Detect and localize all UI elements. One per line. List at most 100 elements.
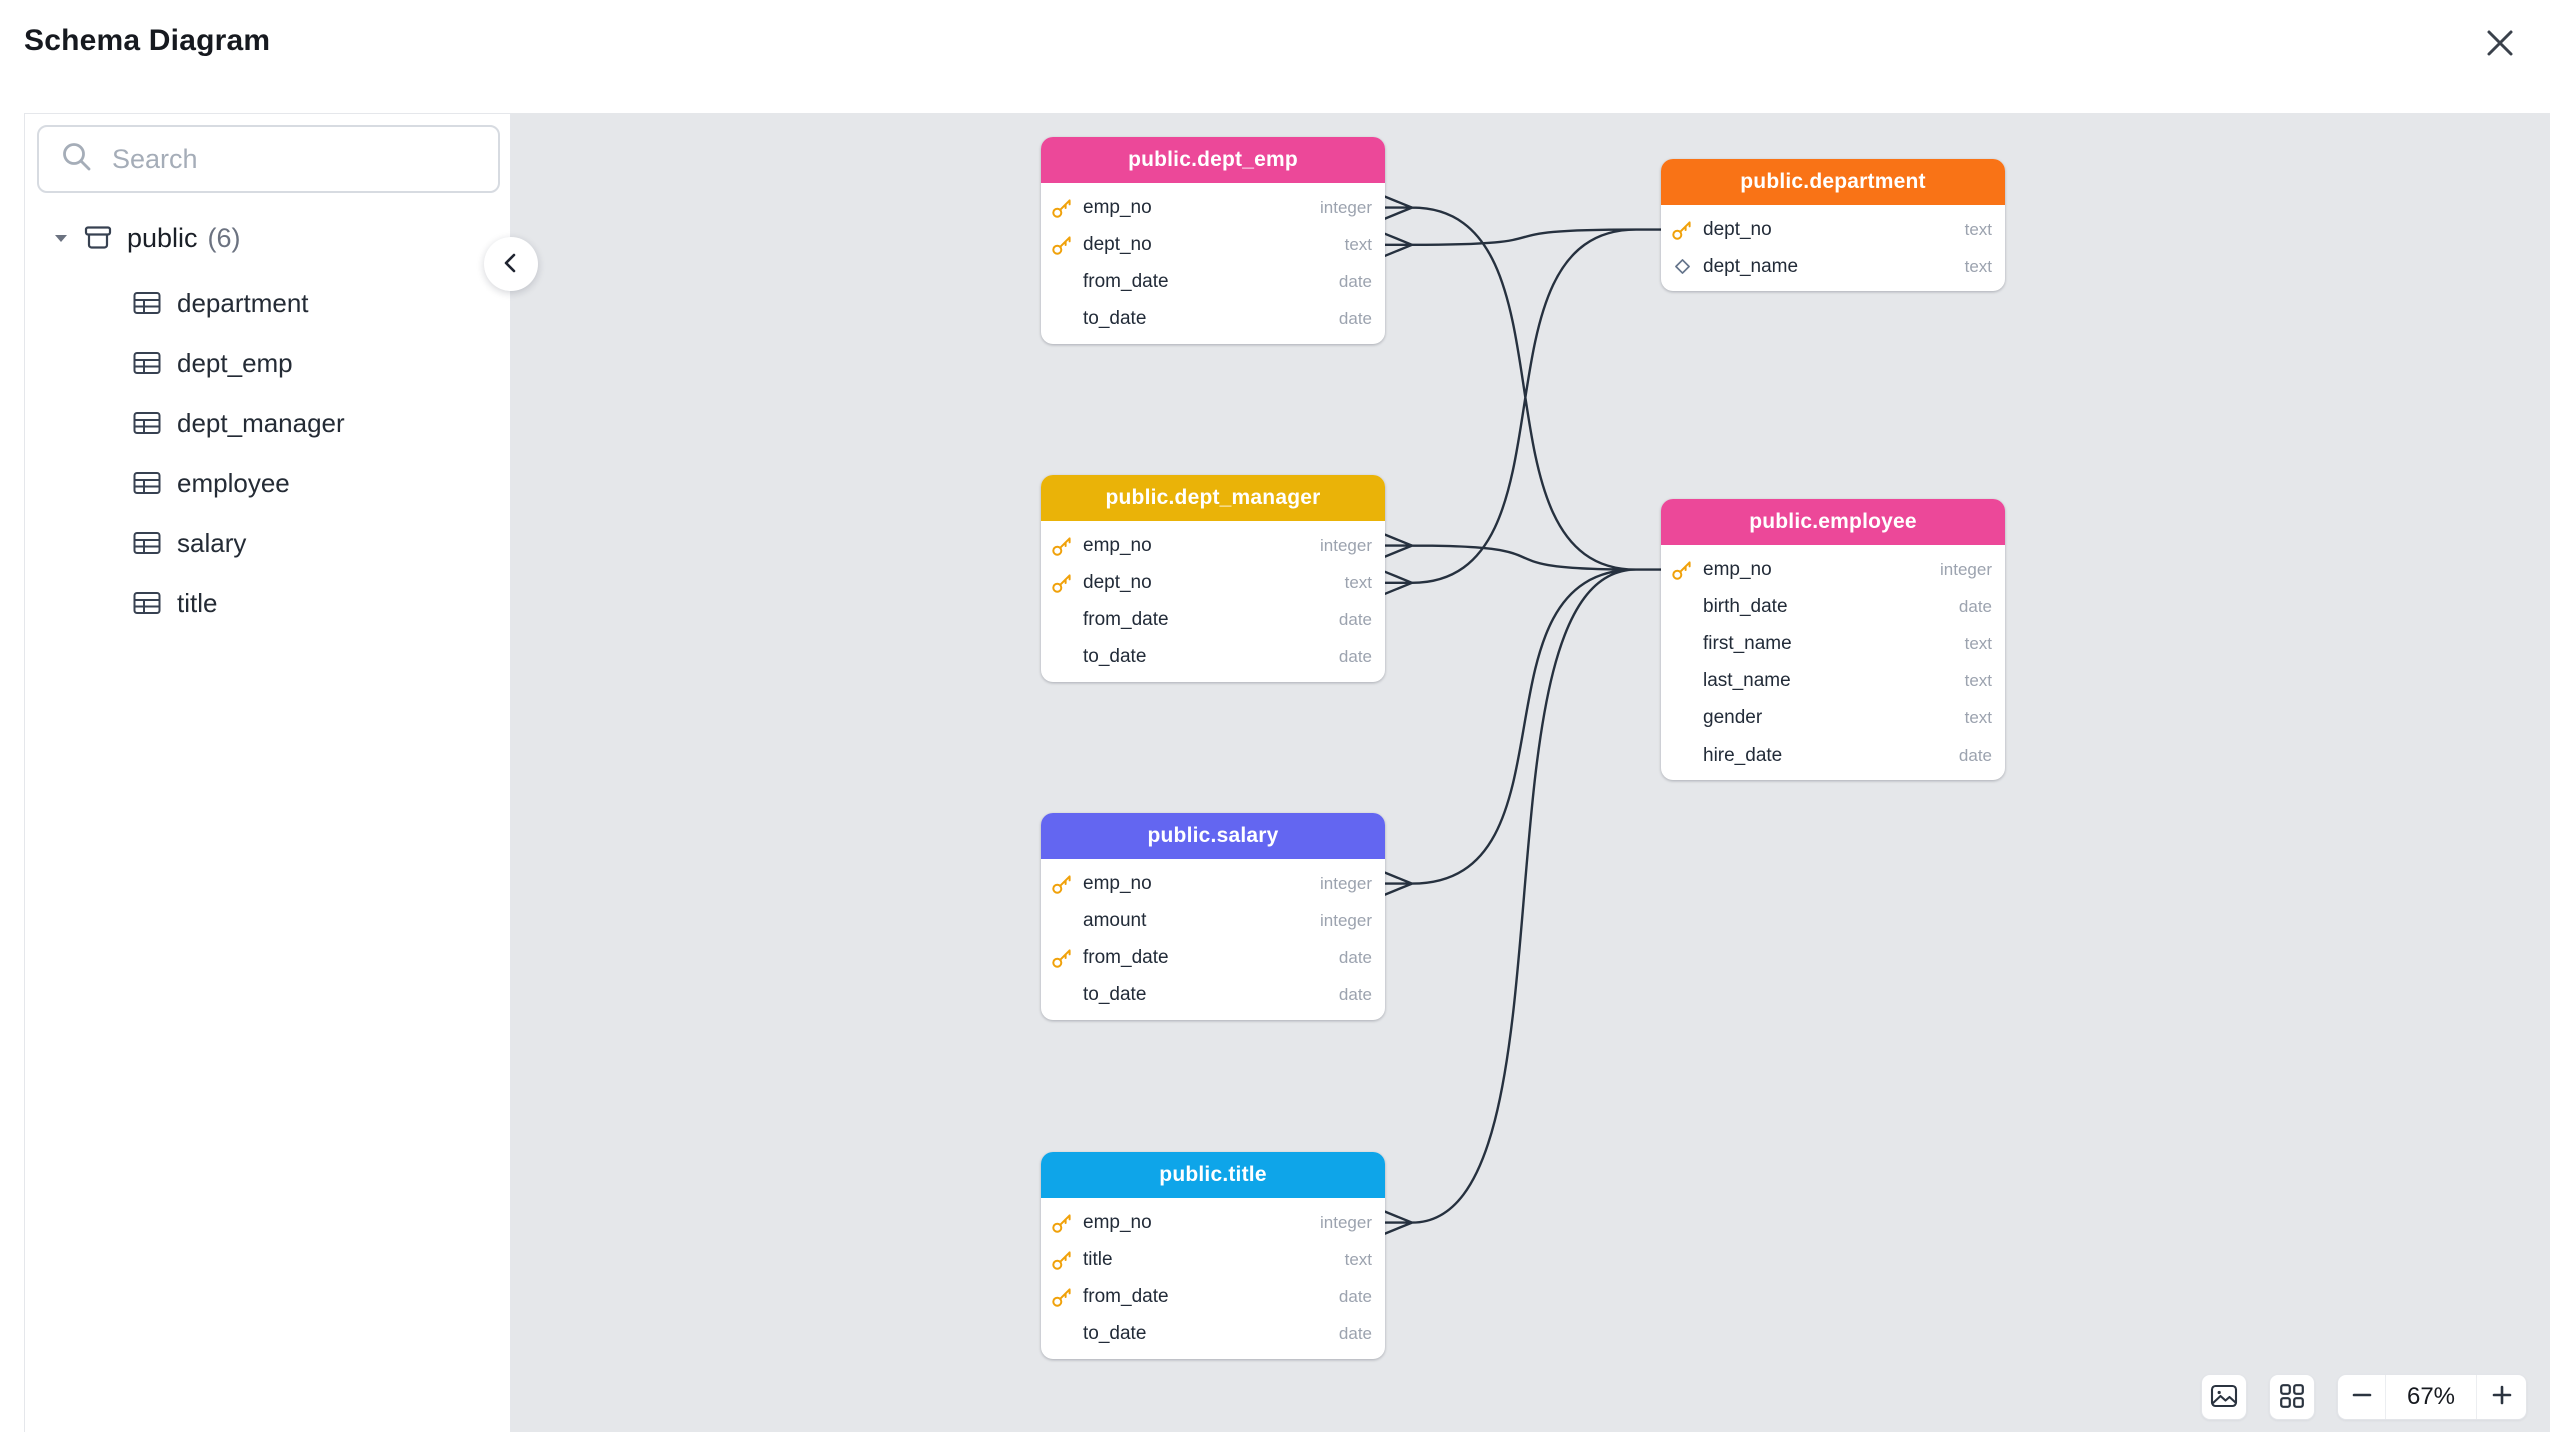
table-icon xyxy=(133,471,161,495)
key-icon xyxy=(1050,947,1074,969)
column-row-title[interactable]: title text xyxy=(1041,1241,1385,1278)
sidebar-collapse-button[interactable] xyxy=(484,237,538,291)
table-card-title[interactable]: public.dept_emp xyxy=(1041,137,1385,183)
table-card-title[interactable]: public.employee xyxy=(1661,499,2005,545)
column-name: to_date xyxy=(1083,1323,1147,1345)
table-card-body: emp_no integer birth_date date first_nam… xyxy=(1661,545,2005,780)
page-title: Schema Diagram xyxy=(24,24,271,57)
table-card-employee[interactable]: public.employee emp_no integer birth_dat… xyxy=(1661,499,2005,781)
close-button[interactable] xyxy=(2480,24,2520,64)
search-icon xyxy=(60,140,94,179)
column-row-to_date[interactable]: to_date date xyxy=(1041,639,1385,676)
minus-icon xyxy=(2350,1383,2374,1412)
column-name: dept_no xyxy=(1083,233,1152,255)
table-card-title[interactable]: public.title emp_no integer title text xyxy=(1041,1152,1385,1359)
column-row-emp_no[interactable]: emp_no integer xyxy=(1041,527,1385,564)
zoom-out-button[interactable] xyxy=(2338,1375,2386,1419)
layout-grid-button[interactable] xyxy=(2269,1374,2315,1420)
sidebar-item-label: employee xyxy=(177,467,290,498)
table-card-title[interactable]: public.title xyxy=(1041,1152,1385,1198)
column-type: text xyxy=(1964,633,1992,653)
column-type: date xyxy=(1958,745,1992,765)
tree-items: department dept_emp dept_manager employe… xyxy=(25,273,510,633)
column-row-emp_no[interactable]: emp_no integer xyxy=(1661,551,2005,588)
key-icon xyxy=(1670,559,1694,581)
schema-tree: public (6) department dept_emp dept_mana… xyxy=(25,214,510,633)
column-type: date xyxy=(1338,947,1372,967)
column-row-emp_no[interactable]: emp_no integer xyxy=(1041,1204,1385,1241)
sidebar-item-dept_manager[interactable]: dept_manager xyxy=(25,393,510,453)
column-row-dept_no[interactable]: dept_no text xyxy=(1661,211,2005,248)
export-image-button[interactable] xyxy=(2201,1374,2247,1420)
column-row-to_date[interactable]: to_date date xyxy=(1041,977,1385,1014)
search-input[interactable] xyxy=(112,143,498,175)
table-card-department[interactable]: public.department dept_no text dept_name… xyxy=(1661,159,2005,292)
column-row-first_name[interactable]: first_name text xyxy=(1661,625,2005,662)
table-card-body: emp_no integer amount integer from_date … xyxy=(1041,859,1385,1020)
column-name: to_date xyxy=(1083,646,1147,668)
column-row-to_date[interactable]: to_date date xyxy=(1041,1316,1385,1353)
table-card-dept_manager[interactable]: public.dept_manager emp_no integer dept_… xyxy=(1041,475,1385,682)
column-type: date xyxy=(1338,609,1372,629)
diagram-canvas[interactable]: public.dept_emp emp_no integer dept_no t… xyxy=(511,113,2550,1432)
sidebar-item-dept_emp[interactable]: dept_emp xyxy=(25,333,510,393)
column-type: text xyxy=(1344,1249,1372,1269)
column-row-last_name[interactable]: last_name text xyxy=(1661,663,2005,700)
zoom-in-button[interactable] xyxy=(2476,1375,2526,1419)
column-name: emp_no xyxy=(1703,558,1772,580)
column-row-dept_no[interactable]: dept_no text xyxy=(1041,564,1385,601)
column-type: text xyxy=(1964,219,1992,239)
column-type: date xyxy=(1338,1286,1372,1306)
column-type: integer xyxy=(1940,559,1992,579)
tree-node-public[interactable]: public (6) xyxy=(25,214,510,262)
sidebar-item-employee[interactable]: employee xyxy=(25,453,510,513)
column-row-amount[interactable]: amount integer xyxy=(1041,902,1385,939)
table-card-body: dept_no text dept_name text xyxy=(1661,205,2005,291)
sidebar-item-label: title xyxy=(177,587,218,618)
table-card-body: emp_no integer dept_no text from_date da… xyxy=(1041,521,1385,682)
zoom-controls: 67% xyxy=(2337,1374,2527,1420)
table-card-title[interactable]: public.department xyxy=(1661,159,2005,205)
caret-down-icon[interactable] xyxy=(53,231,69,245)
column-name: gender xyxy=(1703,707,1763,729)
sidebar-item-salary[interactable]: salary xyxy=(25,513,510,573)
table-card-dept_emp[interactable]: public.dept_emp emp_no integer dept_no t… xyxy=(1041,137,1385,344)
column-row-dept_no[interactable]: dept_no text xyxy=(1041,226,1385,263)
schema-name: public xyxy=(127,222,198,253)
sidebar: public (6) department dept_emp dept_mana… xyxy=(24,113,511,1432)
column-type: integer xyxy=(1320,535,1372,555)
column-type: text xyxy=(1344,572,1372,592)
column-type: date xyxy=(1338,985,1372,1005)
column-name: emp_no xyxy=(1083,534,1152,556)
key-icon xyxy=(1050,535,1074,557)
table-card-salary[interactable]: public.salary emp_no integer amount inte… xyxy=(1041,813,1385,1020)
column-row-birth_date[interactable]: birth_date date xyxy=(1661,588,2005,625)
column-name: amount xyxy=(1083,909,1147,931)
column-row-from_date[interactable]: from_date date xyxy=(1041,601,1385,638)
column-row-hire_date[interactable]: hire_date date xyxy=(1661,737,2005,774)
sidebar-item-label: salary xyxy=(177,527,247,558)
column-row-emp_no[interactable]: emp_no integer xyxy=(1041,189,1385,226)
app-header: Schema Diagram xyxy=(0,0,2550,113)
column-type: date xyxy=(1338,309,1372,329)
column-type: integer xyxy=(1320,910,1372,930)
column-row-gender[interactable]: gender text xyxy=(1661,700,2005,737)
column-row-from_date[interactable]: from_date date xyxy=(1041,263,1385,300)
sidebar-item-department[interactable]: department xyxy=(25,273,510,333)
zoom-level: 67% xyxy=(2406,1383,2456,1410)
column-name: emp_no xyxy=(1083,872,1152,894)
key-icon xyxy=(1050,234,1074,256)
column-row-to_date[interactable]: to_date date xyxy=(1041,301,1385,338)
table-icon xyxy=(133,411,161,435)
sidebar-item-title[interactable]: title xyxy=(25,573,510,633)
column-name: title xyxy=(1083,1248,1113,1270)
column-row-from_date[interactable]: from_date date xyxy=(1041,1278,1385,1315)
table-card-title[interactable]: public.salary xyxy=(1041,813,1385,859)
key-icon xyxy=(1050,1249,1074,1271)
column-row-from_date[interactable]: from_date date xyxy=(1041,939,1385,976)
column-row-dept_name[interactable]: dept_name text xyxy=(1661,248,2005,285)
column-name: birth_date xyxy=(1703,595,1788,617)
table-icon xyxy=(133,531,161,555)
column-row-emp_no[interactable]: emp_no integer xyxy=(1041,865,1385,902)
table-card-title[interactable]: public.dept_manager xyxy=(1041,475,1385,521)
